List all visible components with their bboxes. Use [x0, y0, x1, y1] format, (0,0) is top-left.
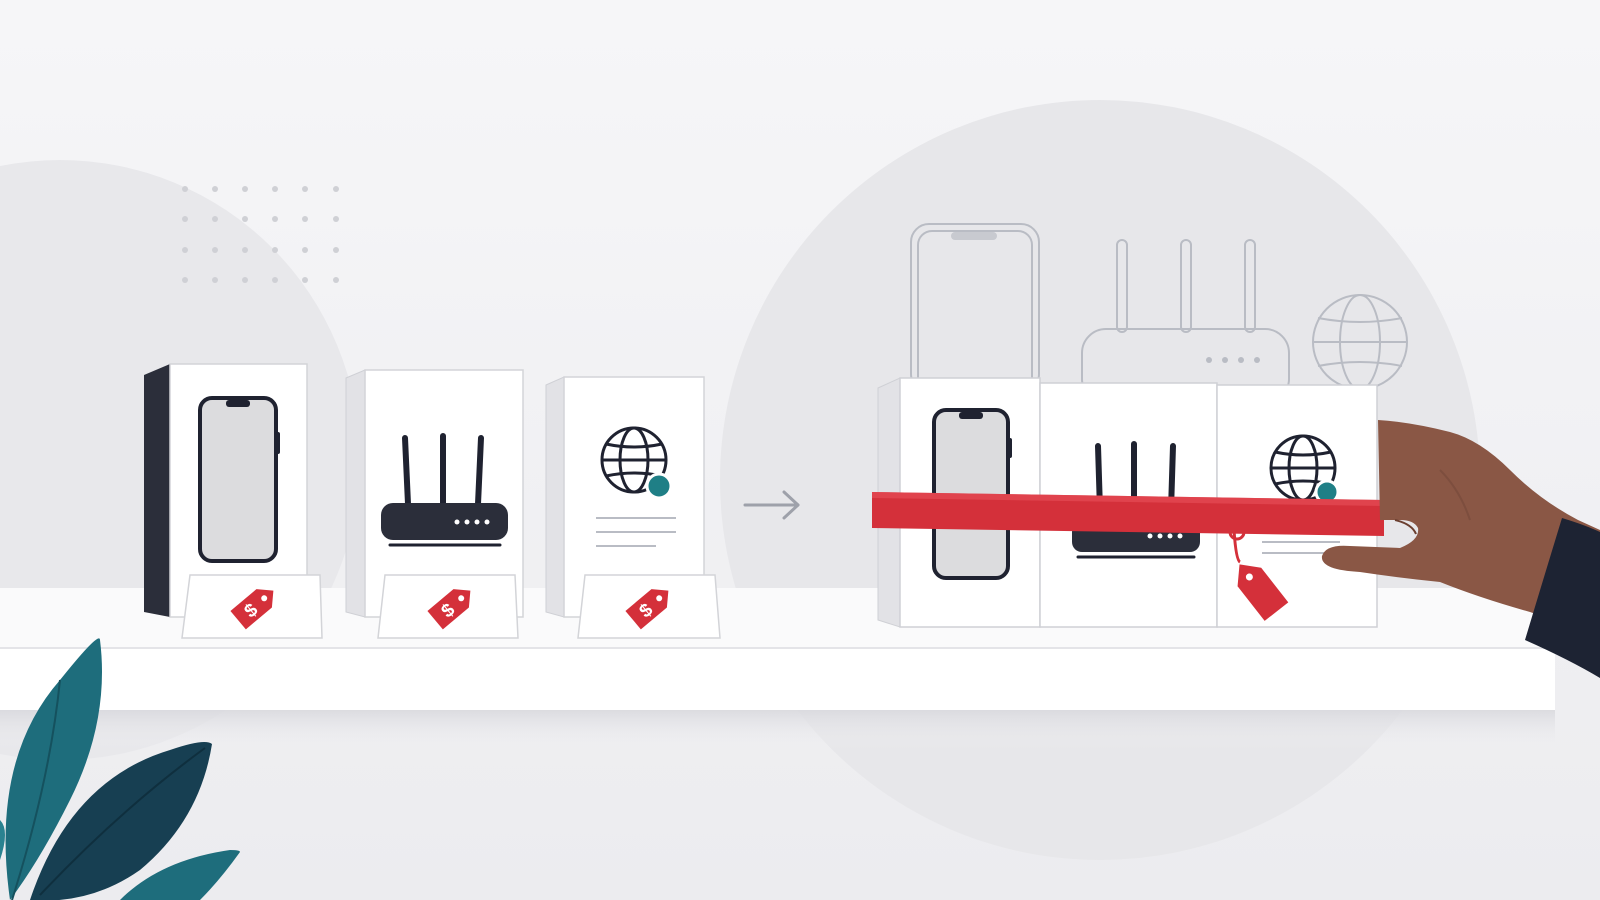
router-icon: [381, 433, 508, 547]
price-card-1: $: [181, 574, 323, 639]
hand-icon: [1321, 420, 1600, 640]
price-card-3: $: [577, 574, 721, 639]
smartphone-icon: [198, 396, 280, 563]
dollar-price-tag-icon: $: [427, 589, 471, 630]
status-dot-icon: [645, 472, 673, 500]
bundle-price-tag-icon: [1228, 523, 1289, 621]
dot-grid-decoration: [182, 186, 339, 283]
dollar-price-tag-icon: $: [230, 589, 274, 630]
text-lines: [596, 517, 676, 547]
red-ribbon: [872, 492, 1384, 536]
sleeve: [1525, 518, 1600, 678]
price-card-2: $: [377, 574, 519, 639]
arrow-right-icon: [743, 490, 800, 520]
leaf-icon: [0, 638, 240, 900]
dollar-price-tag-icon: $: [625, 589, 669, 630]
